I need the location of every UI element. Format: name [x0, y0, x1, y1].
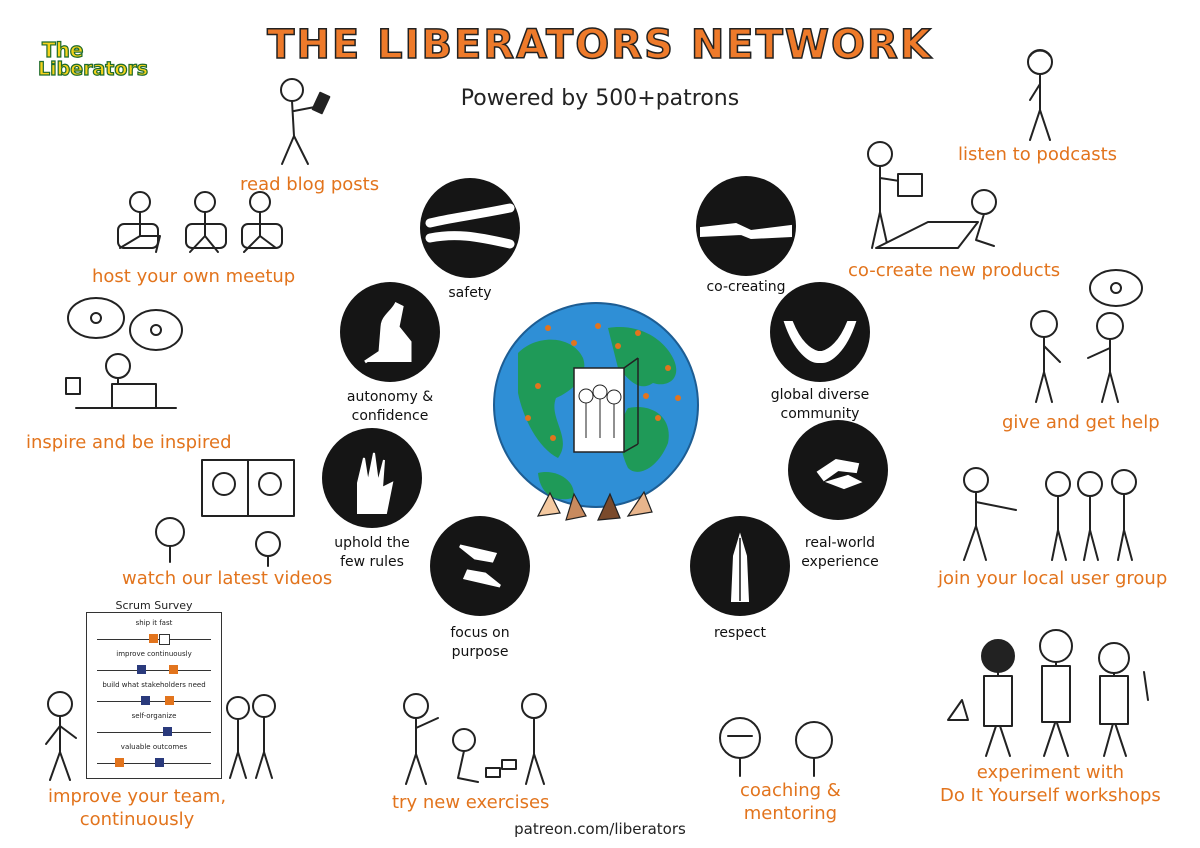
- survey-row-label: ship it fast: [135, 619, 173, 627]
- value-global-line2: community: [780, 405, 860, 422]
- usergroup-people-icon: [963, 467, 1137, 561]
- scrum-survey-card: Scrum Survey ship it fast improve contin…: [86, 599, 222, 779]
- value-autonomy-icon: [340, 282, 440, 382]
- survey-row-line: [97, 732, 211, 733]
- activity-workshops-line1: experiment with: [976, 762, 1125, 783]
- value-realworld-label: real-world experience: [780, 534, 900, 572]
- value-focus-label: focus on purpose: [420, 624, 540, 662]
- survey-row-label: improve continuously: [116, 650, 192, 658]
- value-focus-icon: [430, 516, 530, 616]
- value-realworld-line2: experience: [801, 553, 879, 570]
- activity-podcasts: listen to podcasts: [958, 144, 1118, 165]
- value-autonomy-line1: autonomy &: [346, 389, 434, 405]
- activity-products: co-create new products: [848, 260, 1061, 281]
- activity-help: give and get help: [1002, 412, 1160, 433]
- survey-marker-orange: [169, 665, 178, 674]
- inspire-person-icon: [65, 297, 183, 409]
- value-safety-icon: [420, 178, 520, 278]
- activity-team-line1: improve your team,: [48, 786, 227, 807]
- value-respect-label: respect: [713, 625, 767, 641]
- value-global-icon: [770, 282, 870, 382]
- value-cocreating-icon: [696, 176, 796, 276]
- help-people-icon: [1030, 269, 1143, 403]
- cocreate-people-icon: [867, 141, 997, 249]
- scrum-survey-title: Scrum Survey: [115, 599, 193, 612]
- value-focus-line2: purpose: [451, 643, 509, 660]
- value-realworld-icon: [788, 420, 888, 520]
- survey-row-line: [97, 701, 211, 702]
- survey-marker-orange: [115, 758, 124, 767]
- activity-usergroup: join your local user group: [938, 568, 1168, 589]
- survey-row: improve continuously: [91, 650, 217, 678]
- value-realworld-line1: real-world: [804, 535, 876, 551]
- survey-row-label: self-organize: [131, 712, 177, 720]
- activity-blog: read blog posts: [240, 174, 380, 195]
- survey-marker-orange: [149, 634, 158, 643]
- survey-marker-blue: [137, 665, 146, 674]
- value-uphold-label: uphold the few rules: [322, 534, 422, 572]
- activity-meetup: host your own meetup: [92, 266, 296, 287]
- activity-videos: watch our latest videos: [122, 568, 333, 589]
- activity-team: improve your team, continuously: [48, 786, 226, 831]
- workshop-scientists-icon: [947, 629, 1149, 757]
- coaching-people-icon: [719, 717, 833, 777]
- survey-row: ship it fast: [91, 619, 217, 647]
- value-uphold-line1: uphold the: [334, 535, 410, 551]
- exercises-people-icon: [403, 693, 547, 785]
- activity-workshops-line2: Do It Yourself workshops: [940, 784, 1161, 806]
- survey-row: self-organize: [91, 712, 217, 740]
- activity-inspire: inspire and be inspired: [26, 432, 232, 453]
- value-uphold-line2: few rules: [340, 553, 404, 570]
- survey-row: build what stakeholders need: [91, 681, 217, 709]
- globe-icon: [493, 302, 699, 521]
- logo-line-the: The: [41, 38, 84, 62]
- value-autonomy-label: autonomy & confidence: [320, 388, 460, 426]
- value-autonomy-line2: confidence: [351, 407, 429, 424]
- survey-row-line: [97, 670, 211, 671]
- page-title: THE LIBERATORS NETWORK: [266, 21, 933, 69]
- value-safety-label: safety: [448, 285, 492, 301]
- activity-workshops: experiment with Do It Yourself workshops: [940, 762, 1161, 807]
- value-uphold-icon: [322, 428, 422, 528]
- survey-row-line: [97, 763, 211, 764]
- activity-exercises: try new exercises: [392, 792, 550, 813]
- meetup-people-icon: [117, 191, 283, 253]
- survey-row-label: build what stakeholders need: [102, 681, 206, 689]
- video-call-icon: [155, 459, 295, 567]
- value-global-line1: global diverse: [770, 387, 870, 403]
- survey-marker-white: [159, 634, 170, 645]
- survey-marker-blue: [155, 758, 164, 767]
- value-respect-icon: [690, 516, 790, 616]
- activity-team-line2: continuously: [79, 808, 195, 830]
- value-global-label: global diverse community: [760, 386, 880, 424]
- logo-line-liberators: Liberators: [37, 58, 149, 80]
- team-people-icon: [45, 691, 276, 781]
- activity-coaching-line2: mentoring: [743, 802, 838, 824]
- activity-coaching-line1: coaching &: [740, 780, 841, 801]
- activity-coaching: coaching & mentoring: [740, 780, 841, 825]
- survey-marker-orange: [165, 696, 174, 705]
- survey-marker-blue: [163, 727, 172, 736]
- survey-row-label: valuable outcomes: [120, 743, 188, 751]
- liberators-logo[interactable]: The Liberators: [37, 38, 162, 84]
- value-cocreating-label: co-creating: [706, 279, 786, 295]
- reading-person-icon: [280, 78, 331, 165]
- podcast-listener-icon: [1027, 49, 1053, 141]
- survey-row: valuable outcomes: [91, 743, 217, 771]
- survey-marker-blue: [141, 696, 150, 705]
- value-focus-line1: focus on: [450, 625, 510, 641]
- patreon-link[interactable]: patreon.com/liberators: [514, 820, 686, 838]
- page-subtitle: Powered by 500+patrons: [460, 86, 740, 111]
